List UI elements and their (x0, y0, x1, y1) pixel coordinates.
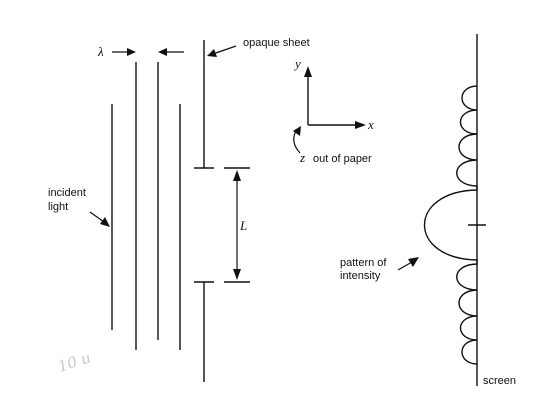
y-axis-label: y (293, 56, 301, 71)
intensity-label: intensity (340, 270, 381, 282)
opaque-sheet (194, 40, 214, 382)
y-axis-arrow (304, 66, 312, 77)
intensity-callout: pattern of intensity (340, 257, 419, 282)
lambda-arrow-right (127, 48, 136, 56)
opaque-sheet-callout: opaque sheet (207, 37, 310, 57)
lambda-arrow-left (158, 48, 167, 56)
incident-pointer-arrow (100, 217, 110, 227)
lambda-symbol: λ (97, 44, 104, 59)
screen-label: screen (483, 375, 516, 387)
screen: screen (468, 34, 516, 387)
x-axis-arrow (355, 121, 366, 129)
intensity-pattern-curve (424, 85, 478, 365)
incident-label: incident (48, 187, 86, 199)
wavelength-dimension: λ (97, 44, 184, 59)
incident-light-callout: incident light (48, 187, 110, 227)
light-label: light (48, 201, 68, 213)
sheet-pointer-arrow (207, 49, 217, 57)
slit-separation-dimension: L (224, 167, 250, 283)
wavefronts (111, 62, 181, 350)
opaque-sheet-label: opaque sheet (243, 37, 310, 49)
z-axis-arrow (293, 126, 301, 136)
handwritten-note: 10 u (56, 348, 93, 375)
L-arrow-down (233, 269, 241, 280)
L-arrow-up (233, 170, 241, 181)
L-symbol: L (239, 218, 247, 233)
intensity-pointer-arrow (408, 257, 419, 267)
x-axis-label: x (367, 117, 374, 132)
pattern-label: pattern of (340, 257, 387, 269)
coordinate-axes: y x z out of paper (293, 56, 374, 165)
z-axis-label: z (299, 150, 305, 165)
z-axis-note: out of paper (313, 153, 372, 165)
